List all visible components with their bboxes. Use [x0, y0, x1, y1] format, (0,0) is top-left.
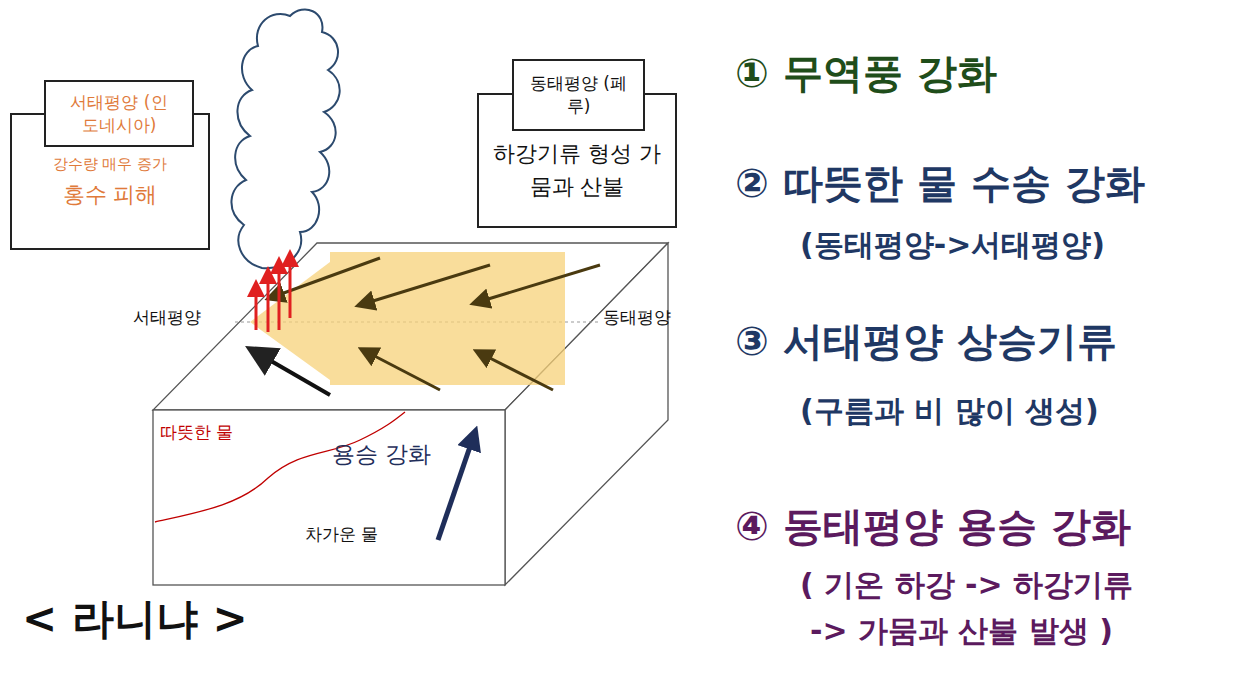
- region-note: 하강기류 형성 가뭄과 산불: [492, 137, 662, 203]
- step-note: (구름과 비 많이 생성): [800, 394, 1099, 429]
- rising-air: [256, 255, 290, 332]
- west-header-box: 서태평양 (인도네시아): [44, 80, 194, 147]
- water-label: 따뜻한 물: [160, 423, 233, 443]
- region-note: 홍수 피해: [63, 180, 158, 210]
- water-label: 차가운 물: [305, 525, 378, 545]
- surface-current-arrow: [252, 350, 330, 395]
- east-header-box: 동태평양 (페루): [512, 59, 645, 131]
- ocean-side-label: 서태평양: [133, 308, 201, 328]
- step-heading: ② 따뜻한 물 수송 강화: [735, 160, 1145, 206]
- ocean-side-label: 동태평양: [603, 308, 671, 328]
- region-note: 강수량 매우 증가: [53, 155, 168, 174]
- upwelling-arrow: [438, 435, 474, 540]
- step-note: (동태평양->서태평양): [800, 228, 1105, 263]
- step-note: -> 가뭄과 산불 발생 ): [810, 614, 1113, 649]
- ocean-front: [153, 410, 505, 585]
- cloud: [231, 9, 339, 268]
- region-heading: 서태평양 (인도네시아): [64, 91, 174, 135]
- trade-winds: [270, 258, 600, 390]
- west-region-box: 강수량 매우 증가홍수 피해서태평양 (인도네시아): [10, 113, 210, 250]
- diagram-title: < 라니냐 >: [22, 595, 248, 643]
- step-heading: ④ 동태평양 용승 강화: [735, 503, 1131, 549]
- region-heading: 동태평양 (페루): [529, 72, 629, 118]
- step-note: ( 기온 하강 -> 하강기류: [800, 568, 1133, 603]
- upwelling-label: 용승 강화: [332, 441, 431, 467]
- east-region-box: 하강기류 형성 가뭄과 산불동태평양 (페루): [477, 93, 677, 228]
- step-heading: ③ 서태평양 상승기류: [735, 318, 1117, 364]
- step-heading: ① 무역풍 강화: [735, 50, 997, 96]
- warm-water-arrow: [250, 252, 565, 385]
